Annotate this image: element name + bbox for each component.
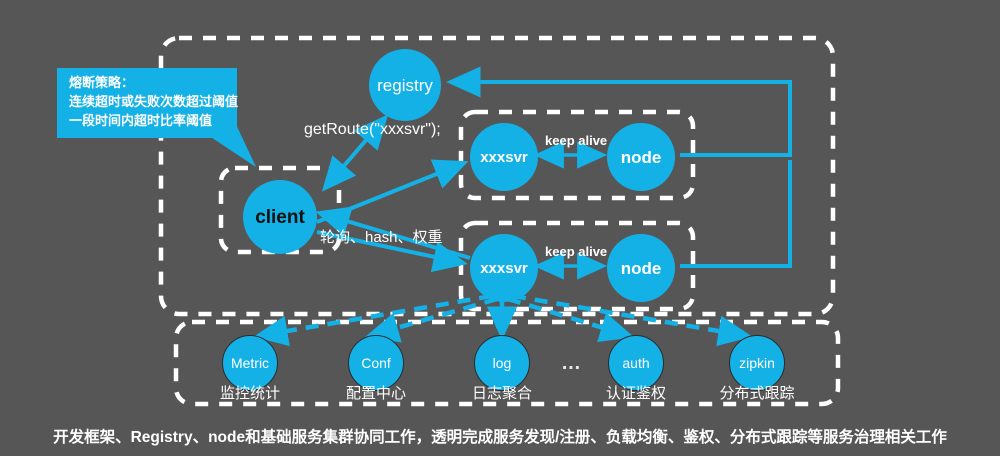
callout-line-3: 一段时间内超时比率阈值 <box>69 112 213 128</box>
edge-node-top-to-registry <box>446 66 792 157</box>
circuit-breaker-callout: 熔断策略： 连续超时或失败次数超过阈值 一段时间内超时比率阈值 <box>57 68 239 138</box>
edge-client-to-xxxsvr-bottom <box>316 230 468 273</box>
registry-node[interactable]: registry <box>369 49 441 121</box>
service-node-log[interactable]: log <box>474 335 530 391</box>
xxxsvr-node-top[interactable]: xxxsvr <box>470 123 538 191</box>
edge-svc-zipkin <box>512 293 753 347</box>
edge-node-bottom-to-registry <box>680 160 792 268</box>
keep-alive-bottom-label: keep alive <box>545 244 608 259</box>
service-node-auth-name: auth <box>622 355 650 371</box>
registry-node-label: registry <box>377 75 433 95</box>
service-node-metric-name: Metric <box>230 355 270 371</box>
service-node-zipkin-name: zipkin <box>739 355 775 371</box>
service-group-top-dashed-box <box>458 109 696 201</box>
node-node-bottom[interactable]: node <box>607 234 675 302</box>
node-node-top[interactable]: node <box>607 123 675 191</box>
service-label-metric: 监控统计 <box>219 385 280 402</box>
client-node[interactable]: client <box>243 180 317 254</box>
xxxsvr-node-bottom-label: xxxsvr <box>480 259 528 277</box>
callout-line-1: 熔断策略： <box>69 75 135 90</box>
node-node-bottom-label: node <box>620 258 662 278</box>
edge-svc-conf <box>364 296 498 343</box>
service-node-conf[interactable]: Conf <box>348 335 404 391</box>
node-node-top-label: node <box>620 147 662 167</box>
services-ellipsis: … <box>561 352 583 374</box>
xxxsvr-node-bottom[interactable]: xxxsvr <box>470 234 538 302</box>
service-label-conf: 配置中心 <box>345 385 406 402</box>
service-label-auth: 认证鉴权 <box>605 385 666 402</box>
service-label-zipkin: 分布式跟踪 <box>719 385 795 402</box>
edge-client-registry <box>321 114 389 192</box>
diagram-caption: 开发框架、Registry、node和基础服务集群协同工作，透明完成服务发现/注… <box>53 429 947 446</box>
load-balance-edge-label: 轮询、hash、权重 <box>320 229 443 246</box>
service-node-conf-name: Conf <box>361 355 391 371</box>
service-node-zipkin[interactable]: zipkin <box>729 335 785 391</box>
service-node-log-name: log <box>492 355 512 371</box>
client-node-label: client <box>255 206 305 228</box>
edge-svc-metric <box>253 293 493 347</box>
get-route-edge-label: getRoute("xxxsvr"); <box>304 121 441 138</box>
service-node-metric[interactable]: Metric <box>222 335 278 391</box>
keep-alive-top-label: keep alive <box>545 133 608 148</box>
xxxsvr-node-top-label: xxxsvr <box>480 148 528 166</box>
service-label-log: 日志聚合 <box>471 385 532 402</box>
callout-line-2: 连续超时或失败次数超过阈值 <box>69 93 239 109</box>
service-node-auth[interactable]: auth <box>608 335 664 391</box>
